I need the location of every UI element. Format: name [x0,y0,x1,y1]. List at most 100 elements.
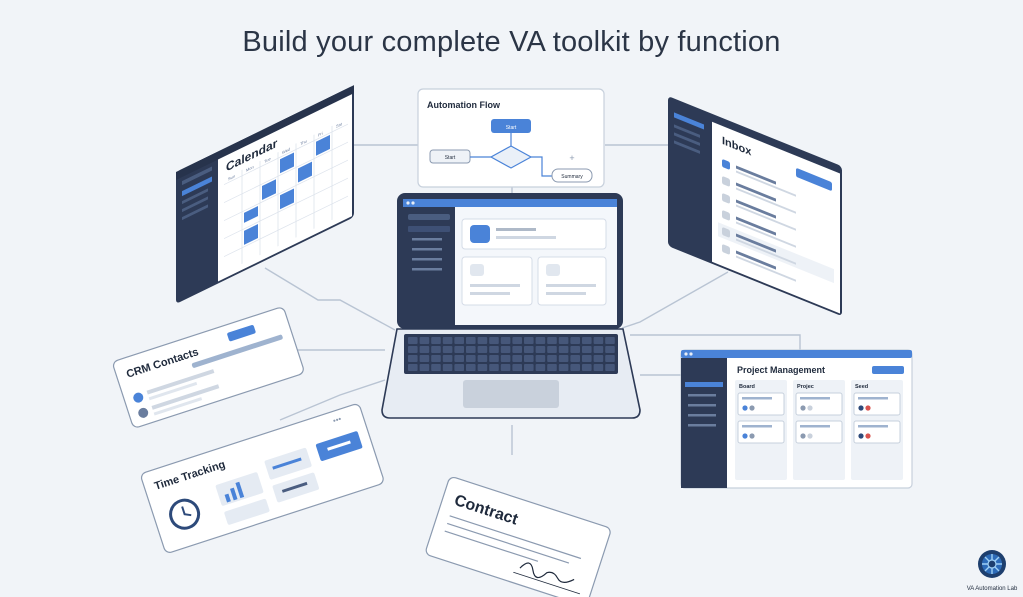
project-column: Board [735,380,787,480]
keyboard-key [454,346,464,353]
keyboard-key [593,364,604,371]
inbox-row [718,239,834,301]
keyboard-key [570,337,580,344]
keyboard-key [408,364,418,371]
keyboard-key [466,346,476,353]
keyboard-key [558,346,569,353]
keyboard-key [558,337,569,344]
keyboard-key [489,337,499,344]
keyboard-key [582,364,592,371]
keyboard-key [605,346,615,353]
keyboard-key [500,364,511,371]
brand-logo: VA Automation Lab [966,548,1018,592]
project-title: Project Management [737,365,825,375]
calendar-day-label: Thu [300,138,307,146]
automation-title: Automation Flow [427,100,501,110]
keyboard-key [419,346,430,353]
keyboard [408,337,615,371]
keyboard-key [558,355,569,362]
calendar-day-label: Mon [246,164,254,173]
keyboard-key [477,346,488,353]
flow-start-left: Start [445,155,456,161]
calendar-day-label: Tue [264,156,271,164]
automation-flow-panel: Automation Flow Start Start Summary + [417,88,605,188]
keyboard-key [431,364,441,371]
inbox-row [718,171,834,233]
keyboard-key [419,337,430,344]
keyboard-key [408,337,418,344]
keyboard-key [419,364,430,371]
keyboard-key [431,337,441,344]
keyboard-key [500,337,511,344]
keyboard-key [524,346,534,353]
keyboard-key [582,355,592,362]
keyboard-key [558,364,569,371]
keyboard-key [466,337,476,344]
keyboard-key [570,355,580,362]
keyboard-key [512,364,522,371]
keyboard-key [570,346,580,353]
keyboard-key [500,355,511,362]
calendar-day-label: Sat [336,121,343,129]
inbox-rows [718,154,834,301]
svg-text:+: + [569,153,574,163]
keyboard-key [442,364,453,371]
project-column-label: Board [739,384,755,390]
keyboard-key [489,346,499,353]
flow-summary: Summary [561,174,583,180]
project-column: Projec [793,380,845,480]
keyboard-key [512,337,522,344]
keyboard-key [454,364,464,371]
calendar-day-label: Wed [282,146,291,155]
inbox-row [718,188,834,250]
keyboard-key [477,364,488,371]
keyboard-key [466,364,476,371]
flow-start-top: Start [506,125,517,131]
keyboard-key [431,355,441,362]
keyboard-key [582,337,592,344]
keyboard-key [512,346,522,353]
keyboard-key [489,355,499,362]
logo-label: VA Automation Lab [966,586,1018,592]
keyboard-key [408,346,418,353]
calendar-days: Sun Mon Tue Wed Thu Fri Sat [228,121,343,182]
keyboard-key [547,364,557,371]
keyboard-key [605,355,615,362]
keyboard-key [605,337,615,344]
keyboard-key [593,337,604,344]
task-card [795,392,843,416]
keyboard-key [593,346,604,353]
calendar-day-label: Fri [318,131,323,138]
keyboard-key [547,346,557,353]
keyboard-key [442,355,453,362]
brain-gear-icon [978,550,1006,578]
keyboard-key [547,355,557,362]
keyboard-key [535,364,546,371]
calendar-day-label: Sun [228,173,236,181]
keyboard-key [489,364,499,371]
keyboard-key [500,346,511,353]
keyboard-key [524,337,534,344]
keyboard-key [419,355,430,362]
inbox-row [718,205,834,267]
inbox-row [718,154,834,216]
keyboard-key [547,337,557,344]
laptop [381,193,641,419]
keyboard-key [605,364,615,371]
keyboard-key [454,355,464,362]
keyboard-key [535,337,546,344]
project-column: Seed [851,380,903,480]
task-card [737,392,785,416]
svg-text:•••: ••• [332,414,343,425]
keyboard-key [431,346,441,353]
keyboard-key [535,346,546,353]
keyboard-key [466,355,476,362]
inbox-window: Inbox [668,97,842,315]
keyboard-key [593,355,604,362]
inbox-row [718,222,834,284]
keyboard-key [477,337,488,344]
keyboard-key [570,364,580,371]
